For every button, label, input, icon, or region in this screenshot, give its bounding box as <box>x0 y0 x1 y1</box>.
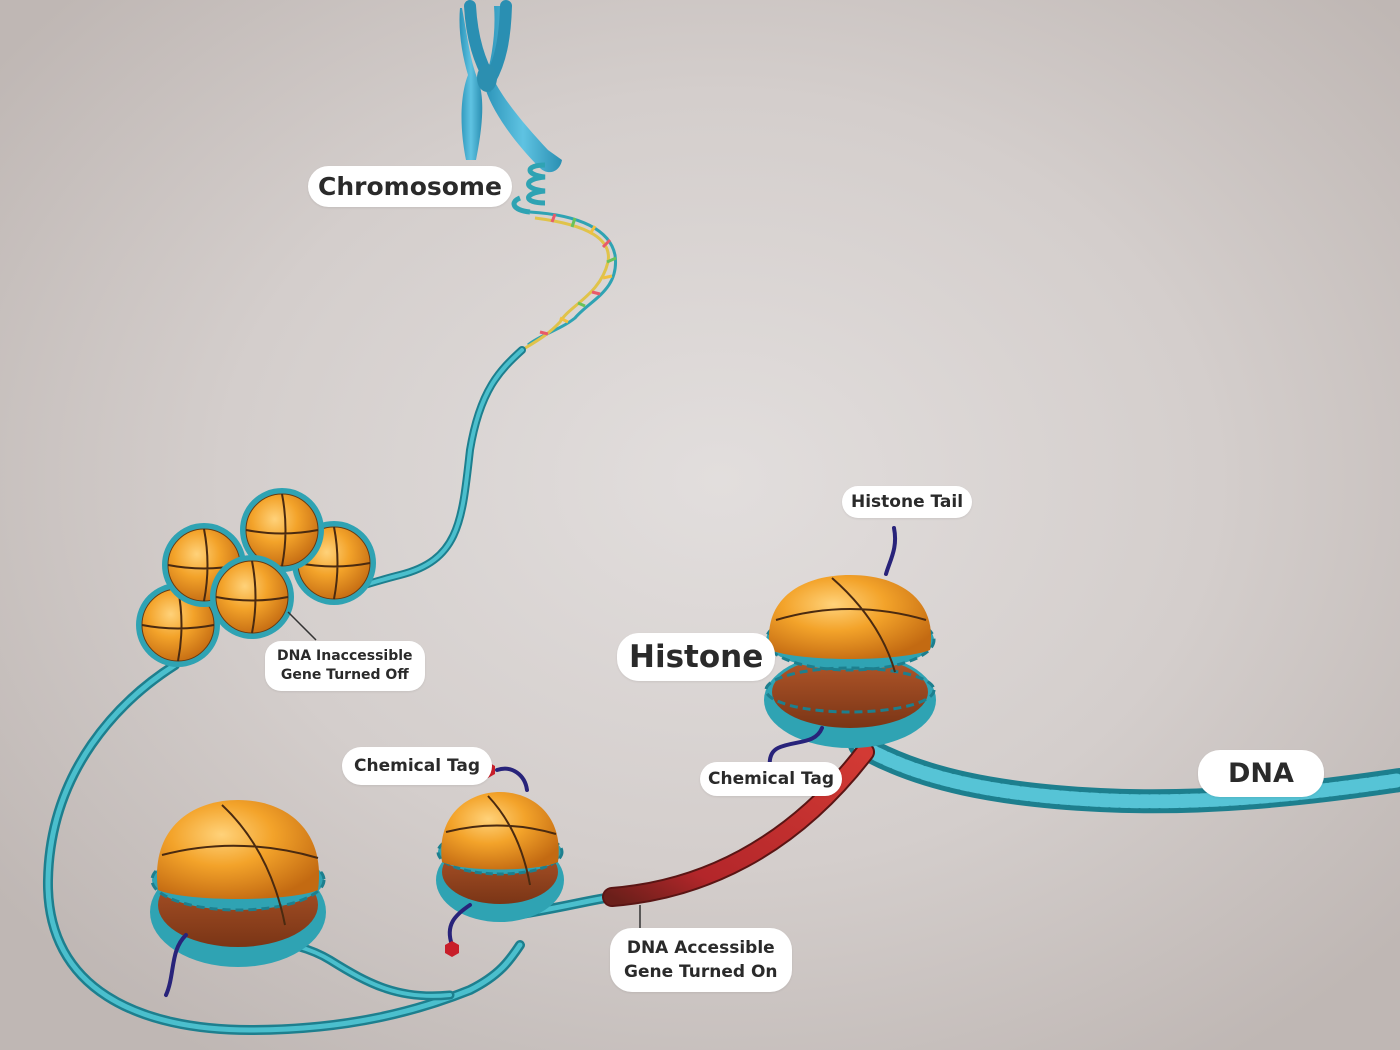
helix-rungs <box>539 213 617 336</box>
dna-label: DNA <box>1198 750 1324 797</box>
histone-tail-bottom-left <box>164 933 188 997</box>
histone-tail-right <box>884 526 897 576</box>
histone-bottom-left <box>150 800 326 997</box>
chemical-tag-marker-middle-lower <box>445 941 459 957</box>
dna-accessible-label: DNA Accessible Gene Turned On <box>610 928 792 992</box>
dna-label-text: DNA <box>1228 758 1294 789</box>
dna-accessible-line1: DNA Accessible <box>626 938 775 958</box>
chemical-tag-left-label: Chemical Tag <box>342 747 492 785</box>
coiled-dna-shape <box>511 162 546 215</box>
histone-tail-right-lower <box>767 726 824 770</box>
histone-label-text: Histone <box>629 639 764 675</box>
chemical-tag-left-label-text: Chemical Tag <box>354 756 480 776</box>
chemical-tag-right-label-text: Chemical Tag <box>708 769 834 789</box>
dna-accessible-line2: Gene Turned On <box>624 962 778 982</box>
histone-label: Histone <box>617 633 776 681</box>
histone-tail-label: Histone Tail <box>842 486 973 518</box>
condensed-histone-cluster <box>136 488 376 667</box>
dna-inaccessible-label: DNA Inaccessible Gene Turned Off <box>265 641 425 691</box>
histone-right-open <box>764 526 936 774</box>
dna-inaccessible-line1: DNA Inaccessible <box>277 648 413 664</box>
histone-middle <box>436 762 564 957</box>
chemical-tag-right-label: Chemical Tag <box>700 762 842 796</box>
dna-inaccessible-line2: Gene Turned Off <box>280 667 409 683</box>
chromosome-label: Chromosome <box>308 166 512 207</box>
chromosome-label-text: Chromosome <box>318 172 502 201</box>
inaccessible-pointer-line <box>287 611 317 641</box>
double-helix-shape <box>521 210 617 352</box>
histone-tail-middle-upper <box>495 766 529 792</box>
chromosome-shape <box>459 0 562 173</box>
histone-tail-label-text: Histone Tail <box>851 492 964 512</box>
histone-tail-middle-lower <box>447 903 472 947</box>
